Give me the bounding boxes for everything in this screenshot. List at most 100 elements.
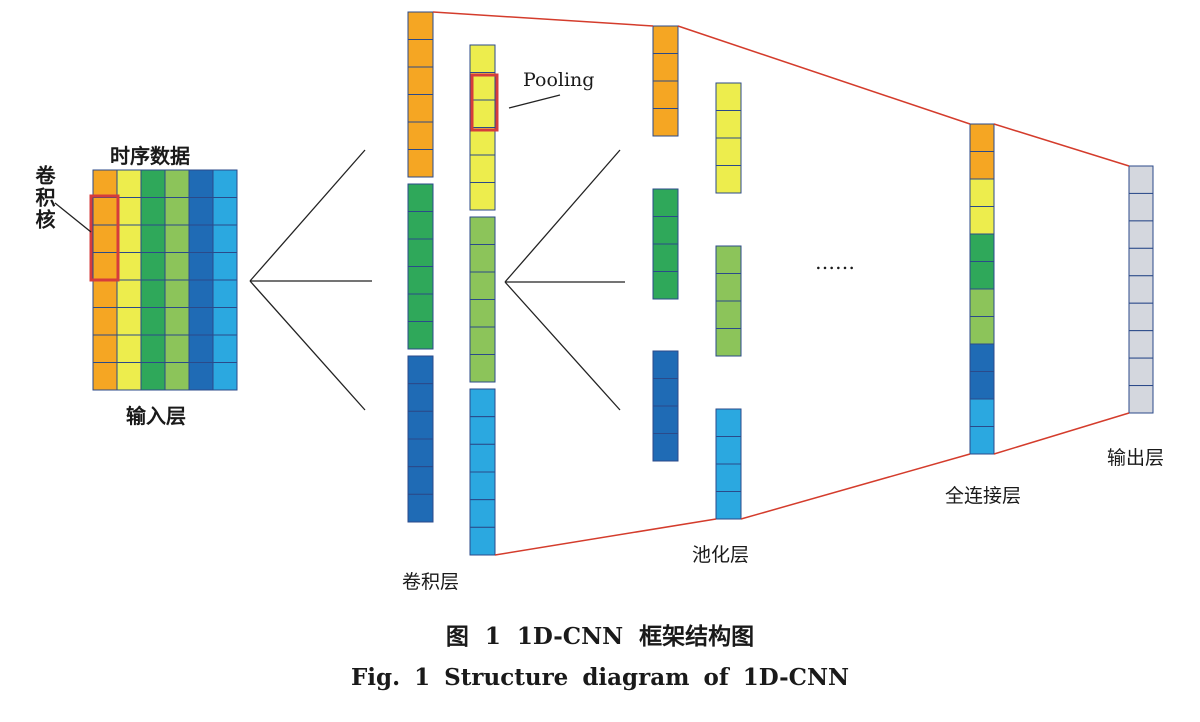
conv-lightblue-map-cell bbox=[469, 388, 496, 418]
input-grid-col-6-cell bbox=[212, 252, 238, 281]
pool-blue-map-cell bbox=[652, 350, 679, 379]
input-grid-col-2-cell bbox=[116, 252, 142, 281]
input-grid-col-4-cell bbox=[164, 279, 190, 308]
input-grid-col-4-cell bbox=[164, 169, 190, 198]
fc-segment-5-cell bbox=[969, 343, 995, 372]
fc-segment-2-cell bbox=[969, 206, 995, 235]
pool-blue-map-cell bbox=[652, 433, 679, 462]
input-grid-col-2-cell bbox=[116, 224, 142, 253]
input-grid-col-1-cell bbox=[92, 197, 118, 226]
conv-lightblue-map-cell bbox=[469, 499, 496, 528]
conv-lightgreen-map-cell bbox=[469, 271, 496, 300]
input-grid-col-5-cell bbox=[188, 224, 214, 253]
output-layer-label: 输出层 bbox=[1107, 447, 1165, 469]
conv-green-map-cell bbox=[407, 293, 434, 322]
input-grid-col-2-cell bbox=[116, 279, 142, 308]
pool-green-map-cell bbox=[652, 243, 679, 272]
conv-orange-map-cell bbox=[407, 94, 434, 123]
conv-lightgreen-map-cell bbox=[469, 216, 496, 245]
conv-yellow-map-cell bbox=[469, 127, 496, 156]
input-grid-col-4-cell bbox=[164, 307, 190, 336]
input-grid-col-6-cell bbox=[212, 197, 238, 226]
input-grid-col-5-cell bbox=[188, 362, 214, 391]
input-grid-col-3-cell bbox=[140, 334, 166, 363]
input-grid-col-5-cell bbox=[188, 197, 214, 226]
input-grid-col-4-cell bbox=[164, 334, 190, 363]
connector-pool-fc-bottom bbox=[740, 453, 971, 520]
pooling-pointer-line bbox=[508, 94, 561, 109]
conv-blue-map-cell bbox=[407, 355, 434, 385]
input-grid-col-6-cell bbox=[212, 307, 238, 336]
conv-green-map-cell bbox=[407, 321, 434, 350]
pool-lightblue-map-cell bbox=[715, 436, 742, 465]
connector-pool-fc-top bbox=[677, 25, 971, 125]
connector-fc-out-bottom bbox=[993, 412, 1130, 455]
conv-lightblue-map-cell bbox=[469, 526, 496, 556]
conv-lightgreen-map-cell bbox=[469, 244, 496, 273]
connector-fc-out-top bbox=[993, 123, 1130, 167]
input-grid-col-5-cell bbox=[188, 334, 214, 363]
fc-segment-1-cell bbox=[969, 151, 995, 180]
pool-yellow-map-cell bbox=[715, 110, 742, 139]
fc-segment-2-cell bbox=[969, 178, 995, 207]
conv-orange-map-cell bbox=[407, 11, 434, 40]
input-layer-label: 输入层 bbox=[126, 404, 186, 428]
pool-orange-map-cell bbox=[652, 53, 679, 82]
input-grid-col-1-cell bbox=[92, 252, 118, 281]
input-grid-col-5-cell bbox=[188, 279, 214, 308]
input-grid-col-2-cell bbox=[116, 334, 142, 363]
pool-orange-map-cell bbox=[652, 25, 679, 54]
pool-blue-map-cell bbox=[652, 378, 679, 407]
input-grid-col-1-cell bbox=[92, 307, 118, 336]
output-layer-cell bbox=[1128, 275, 1154, 304]
input-grid-col-1-cell bbox=[92, 334, 118, 363]
input-grid-col-1-cell bbox=[92, 224, 118, 253]
pooling-highlight-box bbox=[470, 73, 499, 132]
fan-line-upper bbox=[249, 149, 366, 282]
input-grid-col-1-cell bbox=[92, 169, 118, 198]
input-title: 时序数据 bbox=[110, 144, 190, 168]
output-layer-cell bbox=[1128, 357, 1154, 387]
input-grid-col-6-cell bbox=[212, 224, 238, 253]
input-grid-col-3-cell bbox=[140, 224, 166, 253]
conv-yellow-map-cell bbox=[469, 182, 496, 211]
input-grid-col-3-cell bbox=[140, 169, 166, 198]
input-grid-col-5-cell bbox=[188, 252, 214, 281]
kernel-label: 卷积核 bbox=[32, 165, 56, 231]
pool-lightgreen-map-cell bbox=[715, 273, 742, 302]
fc-layer-label: 全连接层 bbox=[945, 485, 1022, 507]
pool-lightgreen-map-cell bbox=[715, 300, 742, 329]
input-grid-col-6-cell bbox=[212, 169, 238, 198]
conv-blue-map-cell bbox=[407, 410, 434, 440]
fan2-line-upper bbox=[504, 149, 621, 283]
output-layer-cell bbox=[1128, 192, 1154, 222]
conv-blue-map-cell bbox=[407, 466, 434, 495]
pool-yellow-map-cell bbox=[715, 82, 742, 111]
conv-yellow-map-cell bbox=[469, 44, 496, 73]
conv-green-map-cell bbox=[407, 183, 434, 212]
kernel-pointer-line bbox=[54, 202, 92, 233]
pool-yellow-map-cell bbox=[715, 165, 742, 194]
conv-yellow-map-cell bbox=[469, 99, 496, 128]
connector-conv-pool-bottom bbox=[494, 518, 717, 556]
output-layer-cell bbox=[1128, 385, 1154, 414]
pool-lightgreen-map-cell bbox=[715, 328, 742, 357]
input-grid-col-6-cell bbox=[212, 362, 238, 391]
input-grid-col-4-cell bbox=[164, 224, 190, 253]
conv-blue-map-cell bbox=[407, 438, 434, 468]
conv-orange-map-cell bbox=[407, 39, 434, 68]
input-grid-col-5-cell bbox=[188, 169, 214, 198]
conv-layer-label: 卷积层 bbox=[402, 571, 460, 593]
output-layer-cell bbox=[1128, 330, 1154, 359]
pool-layer-label: 池化层 bbox=[692, 544, 750, 566]
conv-lightgreen-map-cell bbox=[469, 326, 496, 355]
pool-green-map-cell bbox=[652, 271, 679, 300]
connector-conv-pool-top bbox=[432, 11, 654, 27]
output-layer-cell bbox=[1128, 247, 1154, 277]
conv-lightblue-map-cell bbox=[469, 443, 496, 473]
fc-segment-3-cell bbox=[969, 233, 995, 262]
conv-lightgreen-map-cell bbox=[469, 299, 496, 328]
pool-green-map-cell bbox=[652, 216, 679, 245]
input-grid-col-3-cell bbox=[140, 252, 166, 281]
